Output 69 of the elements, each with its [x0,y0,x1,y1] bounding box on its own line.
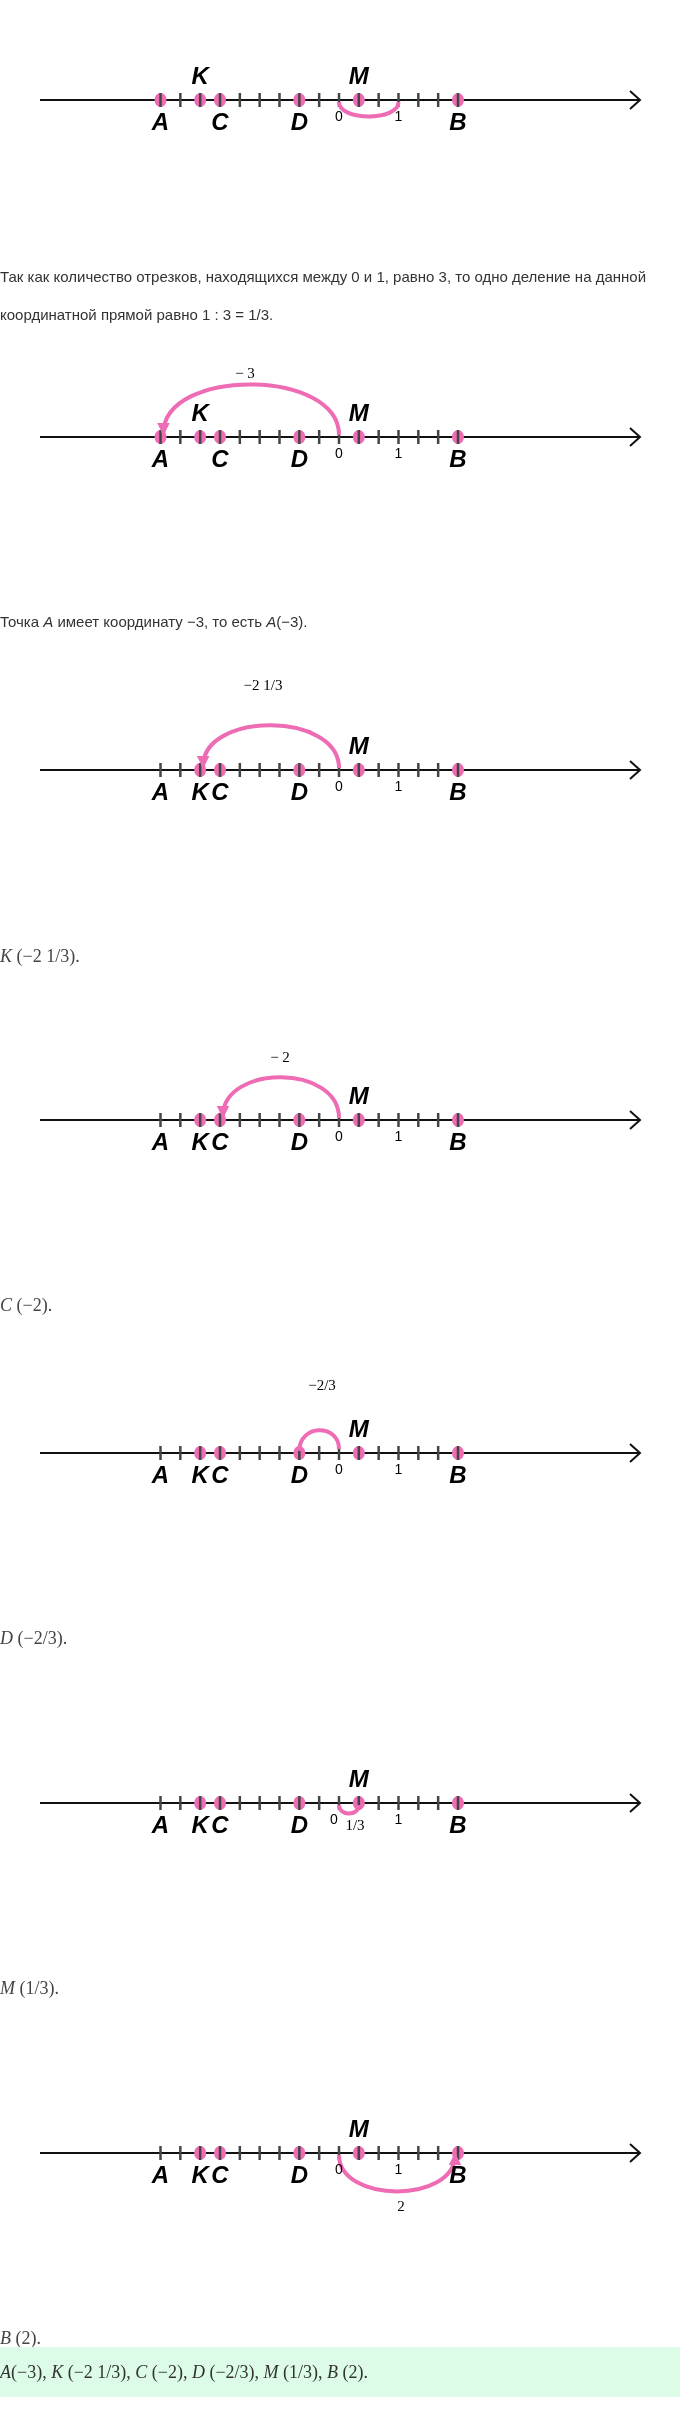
point-label: A [151,1463,170,1487]
point-label: D [290,2163,308,2187]
solution-text: K (−2 1/3). [0,945,80,968]
tick-label: 1 [394,1462,403,1476]
tick-label: 1 [394,1129,403,1143]
tick-label: 1 [394,1812,403,1826]
point-label: K [191,64,209,88]
point-label: B [449,1130,467,1154]
point-label: B [449,1463,467,1487]
point-label: B [449,2163,467,2187]
point-label: K [191,401,209,425]
point-label: M [348,64,369,88]
point-label: D [290,1130,308,1154]
tick-label: 0 [335,1462,343,1476]
point-label: A [151,110,170,134]
point-label: M [348,1767,369,1791]
tick-label: 0 [330,1812,338,1826]
arc-label: − 2 [270,1050,290,1065]
point-label: C [211,1463,229,1487]
arc-label: 2 [397,2199,405,2214]
point-label: M [348,734,369,758]
point-label: C [211,447,229,471]
point-label: B [449,447,467,471]
point-label: D [290,1463,308,1487]
point-label: K [191,1130,209,1154]
point-label: C [211,2163,229,2187]
point-label: A [151,780,170,804]
tick-label: 1 [394,446,403,460]
point-label: K [191,780,209,804]
tick-label: 0 [335,1129,343,1143]
tick-label: 1 [394,109,403,123]
point-label: C [211,1130,229,1154]
point-label: A [151,1813,170,1837]
point-label: M [348,1417,369,1441]
tick-label: 1 [394,2162,403,2176]
solution-text: Точка A имеет координату −3, то есть A(−3). [0,612,309,632]
solution-text: C (−2). [0,1294,53,1317]
tick-label: 0 [335,779,343,793]
arc-label: −2/3 [308,1378,336,1393]
point-label: M [348,401,369,425]
arc-label: −2 1/3 [243,678,283,693]
point-label: K [191,2163,209,2187]
point-label: M [348,2117,369,2141]
point-label: B [449,110,467,134]
point-label: B [449,780,467,804]
arc-label: 1/3 [345,1818,365,1833]
point-label: B [449,1813,467,1837]
solution-text: M (1/3). [0,1977,59,2000]
tick-label: 0 [335,109,343,123]
point-label: D [290,110,308,134]
point-label: C [211,780,229,804]
solution-text: Так как количество отрезков, находящихся между 0 и 1, равно 3, то одно деление на данной координатной прямой равно 1 : 3 = 1/3. [0,267,648,325]
point-label: M [348,1084,369,1108]
arc-label: − 3 [235,366,255,381]
tick-label: 1 [394,779,403,793]
solution-text: B (2). [0,2327,41,2350]
tick-label: 0 [335,2162,343,2176]
point-label: D [290,1813,308,1837]
point-label: D [290,447,308,471]
point-label: A [151,1130,170,1154]
point-label: C [211,110,229,134]
point-label: K [191,1813,209,1837]
point-label: A [151,2163,170,2187]
point-label: D [290,780,308,804]
point-label: C [211,1813,229,1837]
point-label: K [191,1463,209,1487]
solution-text: D (−2/3). [0,1627,68,1650]
point-label: A [151,447,170,471]
tick-label: 0 [335,446,343,460]
